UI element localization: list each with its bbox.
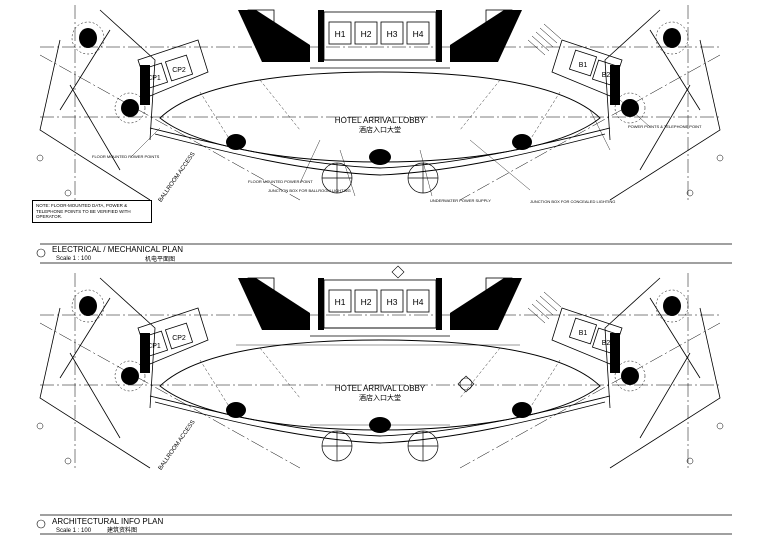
title-marker-icon <box>36 519 46 529</box>
callout-text: POWER POINTS & TELEPHONE POINT <box>628 124 702 129</box>
callout-text: UNDERWATER POWER SUPPLY <box>430 198 491 203</box>
room-label: B1 <box>579 330 588 337</box>
room-label: B2 <box>602 72 611 79</box>
panel-title: ARCHITECTURAL INFO PLAN <box>52 517 163 526</box>
lift-label: H4 <box>413 29 424 39</box>
access-label: BALLROOM ACCESS <box>158 151 197 203</box>
lift-label: H1 <box>335 29 346 39</box>
lobby-label-cn: 酒店入口大堂 <box>359 393 401 402</box>
panel-scale: Scale 1 : 100 <box>56 256 92 262</box>
lift-label: H3 <box>387 29 398 39</box>
room-label: B2 <box>602 340 611 347</box>
lift-label: H2 <box>361 29 372 39</box>
bottom-plan: H1 H2 H3 H4 A4 C6 CP1 CP2 B1 B2 HOTEL AR… <box>36 265 732 535</box>
access-label: BALLROOM ACCESS <box>158 419 197 471</box>
callout-text: FLOOR MOUNTED POWER POINT <box>248 179 313 184</box>
lobby-label: HOTEL ARRIVAL LOBBY <box>335 384 426 393</box>
room-label: C6 <box>495 285 504 292</box>
lobby-label-cn: 酒店入口大堂 <box>359 125 401 134</box>
panel-title-cn: 机电平面图 <box>145 255 175 263</box>
room-label: A4 <box>257 17 266 24</box>
callout-text: JUNCTION BOX FOR CONCEALED LIGHTING <box>530 199 615 204</box>
note-box: NOTE: FLOOR-MOUNTED DATA, POWER & TELEPH… <box>32 200 152 223</box>
lift-label: H4 <box>413 297 424 307</box>
room-label: CP2 <box>172 335 186 342</box>
room-label: A4 <box>257 285 266 292</box>
panel-title: ELECTRICAL / MECHANICAL PLAN <box>52 245 183 254</box>
title-marker-icon <box>36 248 46 258</box>
lobby-label: HOTEL ARRIVAL LOBBY <box>335 116 426 125</box>
title-block: ARCHITECTURAL INFO PLAN Scale 1 : 100 建筑… <box>36 514 732 535</box>
room-label: CP2 <box>172 67 186 74</box>
room-label: B1 <box>579 62 588 69</box>
panel-scale: Scale 1 : 100 <box>56 528 92 534</box>
panel-title-cn: 建筑资料图 <box>107 526 137 534</box>
callout-text: JUNCTION BOX FOR BALLROOM LIGHTING <box>268 188 351 193</box>
lift-label: H1 <box>335 297 346 307</box>
title-block: ELECTRICAL / MECHANICAL PLAN Scale 1 : 1… <box>36 243 732 264</box>
room-label: CP1 <box>147 75 161 82</box>
room-label: CP1 <box>147 343 161 350</box>
room-label: C6 <box>495 17 504 24</box>
section-marker-icon <box>391 265 475 393</box>
lift-label: H3 <box>387 297 398 307</box>
lift-label: H2 <box>361 297 372 307</box>
callout-text: FLOOR MOUNTED POWER POINTS <box>92 154 160 159</box>
top-plan: H1 H2 H3 H4 A4 C6 CP1 CP2 B1 B2 HOTEL AR… <box>32 4 732 264</box>
